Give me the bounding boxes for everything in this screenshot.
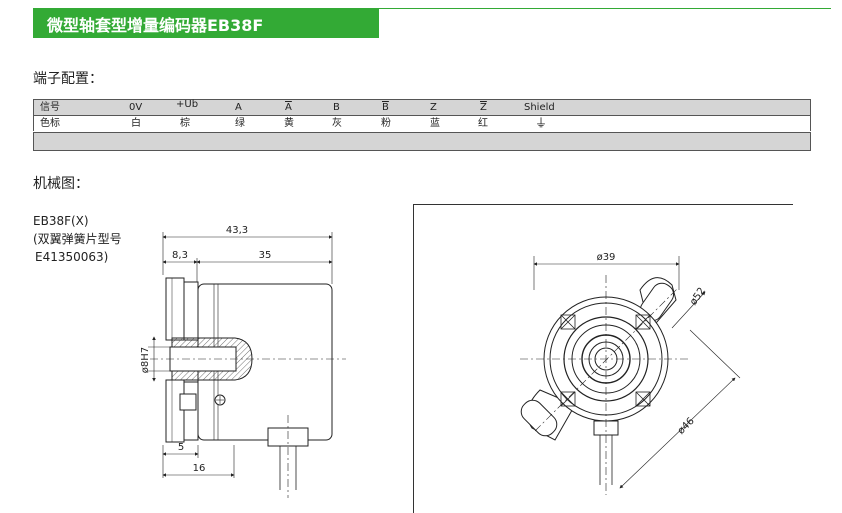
- title-bar: 微型轴套型增量编码器EB38F: [33, 9, 379, 38]
- table-row-blank: [33, 132, 811, 151]
- model-code: E41350063): [35, 250, 109, 264]
- signal-a-inv: A: [285, 102, 292, 113]
- ground-icon: ⏚: [535, 116, 548, 130]
- dim-mount: ø46: [676, 416, 697, 437]
- color-a: 绿: [235, 118, 245, 129]
- model-info: EB38F(X) (双翼弹簧片型号 E41350063): [33, 212, 122, 266]
- dim-step: 5: [178, 442, 184, 453]
- drawing-divider-vertical: [413, 204, 414, 513]
- signal-shield: Shield: [524, 102, 555, 113]
- signal-z: Z: [430, 102, 437, 113]
- table-row-signal: 信号 0V +Ub A A B B Z Z Shield: [33, 99, 811, 116]
- front-view: [520, 256, 741, 495]
- dim-depth: 16: [193, 463, 206, 474]
- drawing-divider-horizontal: [414, 204, 793, 205]
- color-b-inv: 粉: [381, 118, 391, 129]
- color-a-inv: 黄: [284, 118, 294, 129]
- side-view: [148, 232, 346, 498]
- section-terminal: 端子配置：: [33, 71, 103, 87]
- dim-flange: 8,3: [172, 250, 188, 261]
- signal-ub: +Ub: [176, 99, 199, 110]
- color-z: 蓝: [430, 118, 440, 129]
- table-row-color: 色标 白 棕 绿 黄 灰 粉 蓝 红 ⏚: [33, 116, 811, 131]
- signal-0v: 0V: [129, 102, 143, 113]
- color-0v: 白: [131, 118, 141, 129]
- signal-b: B: [333, 102, 340, 113]
- color-ub: 棕: [180, 118, 190, 129]
- signal-z-inv: Z: [480, 102, 487, 113]
- terminal-table: 信号 0V +Ub A A B B Z Z Shield 色标 白 棕 绿 黄 …: [33, 99, 811, 151]
- color-z-inv: 红: [478, 118, 488, 129]
- dim-body: 35: [259, 250, 272, 261]
- dim-bore: ø8H7: [140, 347, 151, 373]
- page-title: 微型轴套型增量编码器EB38F: [47, 16, 264, 35]
- signal-a: A: [235, 102, 242, 113]
- dim-slot: ø52: [688, 286, 708, 308]
- section-mechanical: 机械图：: [33, 176, 89, 192]
- model-desc: (双翼弹簧片型号: [33, 232, 122, 246]
- dim-total-length: 43,3: [226, 225, 248, 236]
- signal-b-inv: B: [382, 102, 389, 113]
- color-label: 色标: [40, 118, 60, 129]
- model-name: EB38F(X): [33, 214, 89, 228]
- dim-outer: ø39: [597, 252, 616, 263]
- title-rule: [33, 8, 831, 9]
- signal-label: 信号: [40, 102, 60, 113]
- color-b: 灰: [332, 118, 342, 129]
